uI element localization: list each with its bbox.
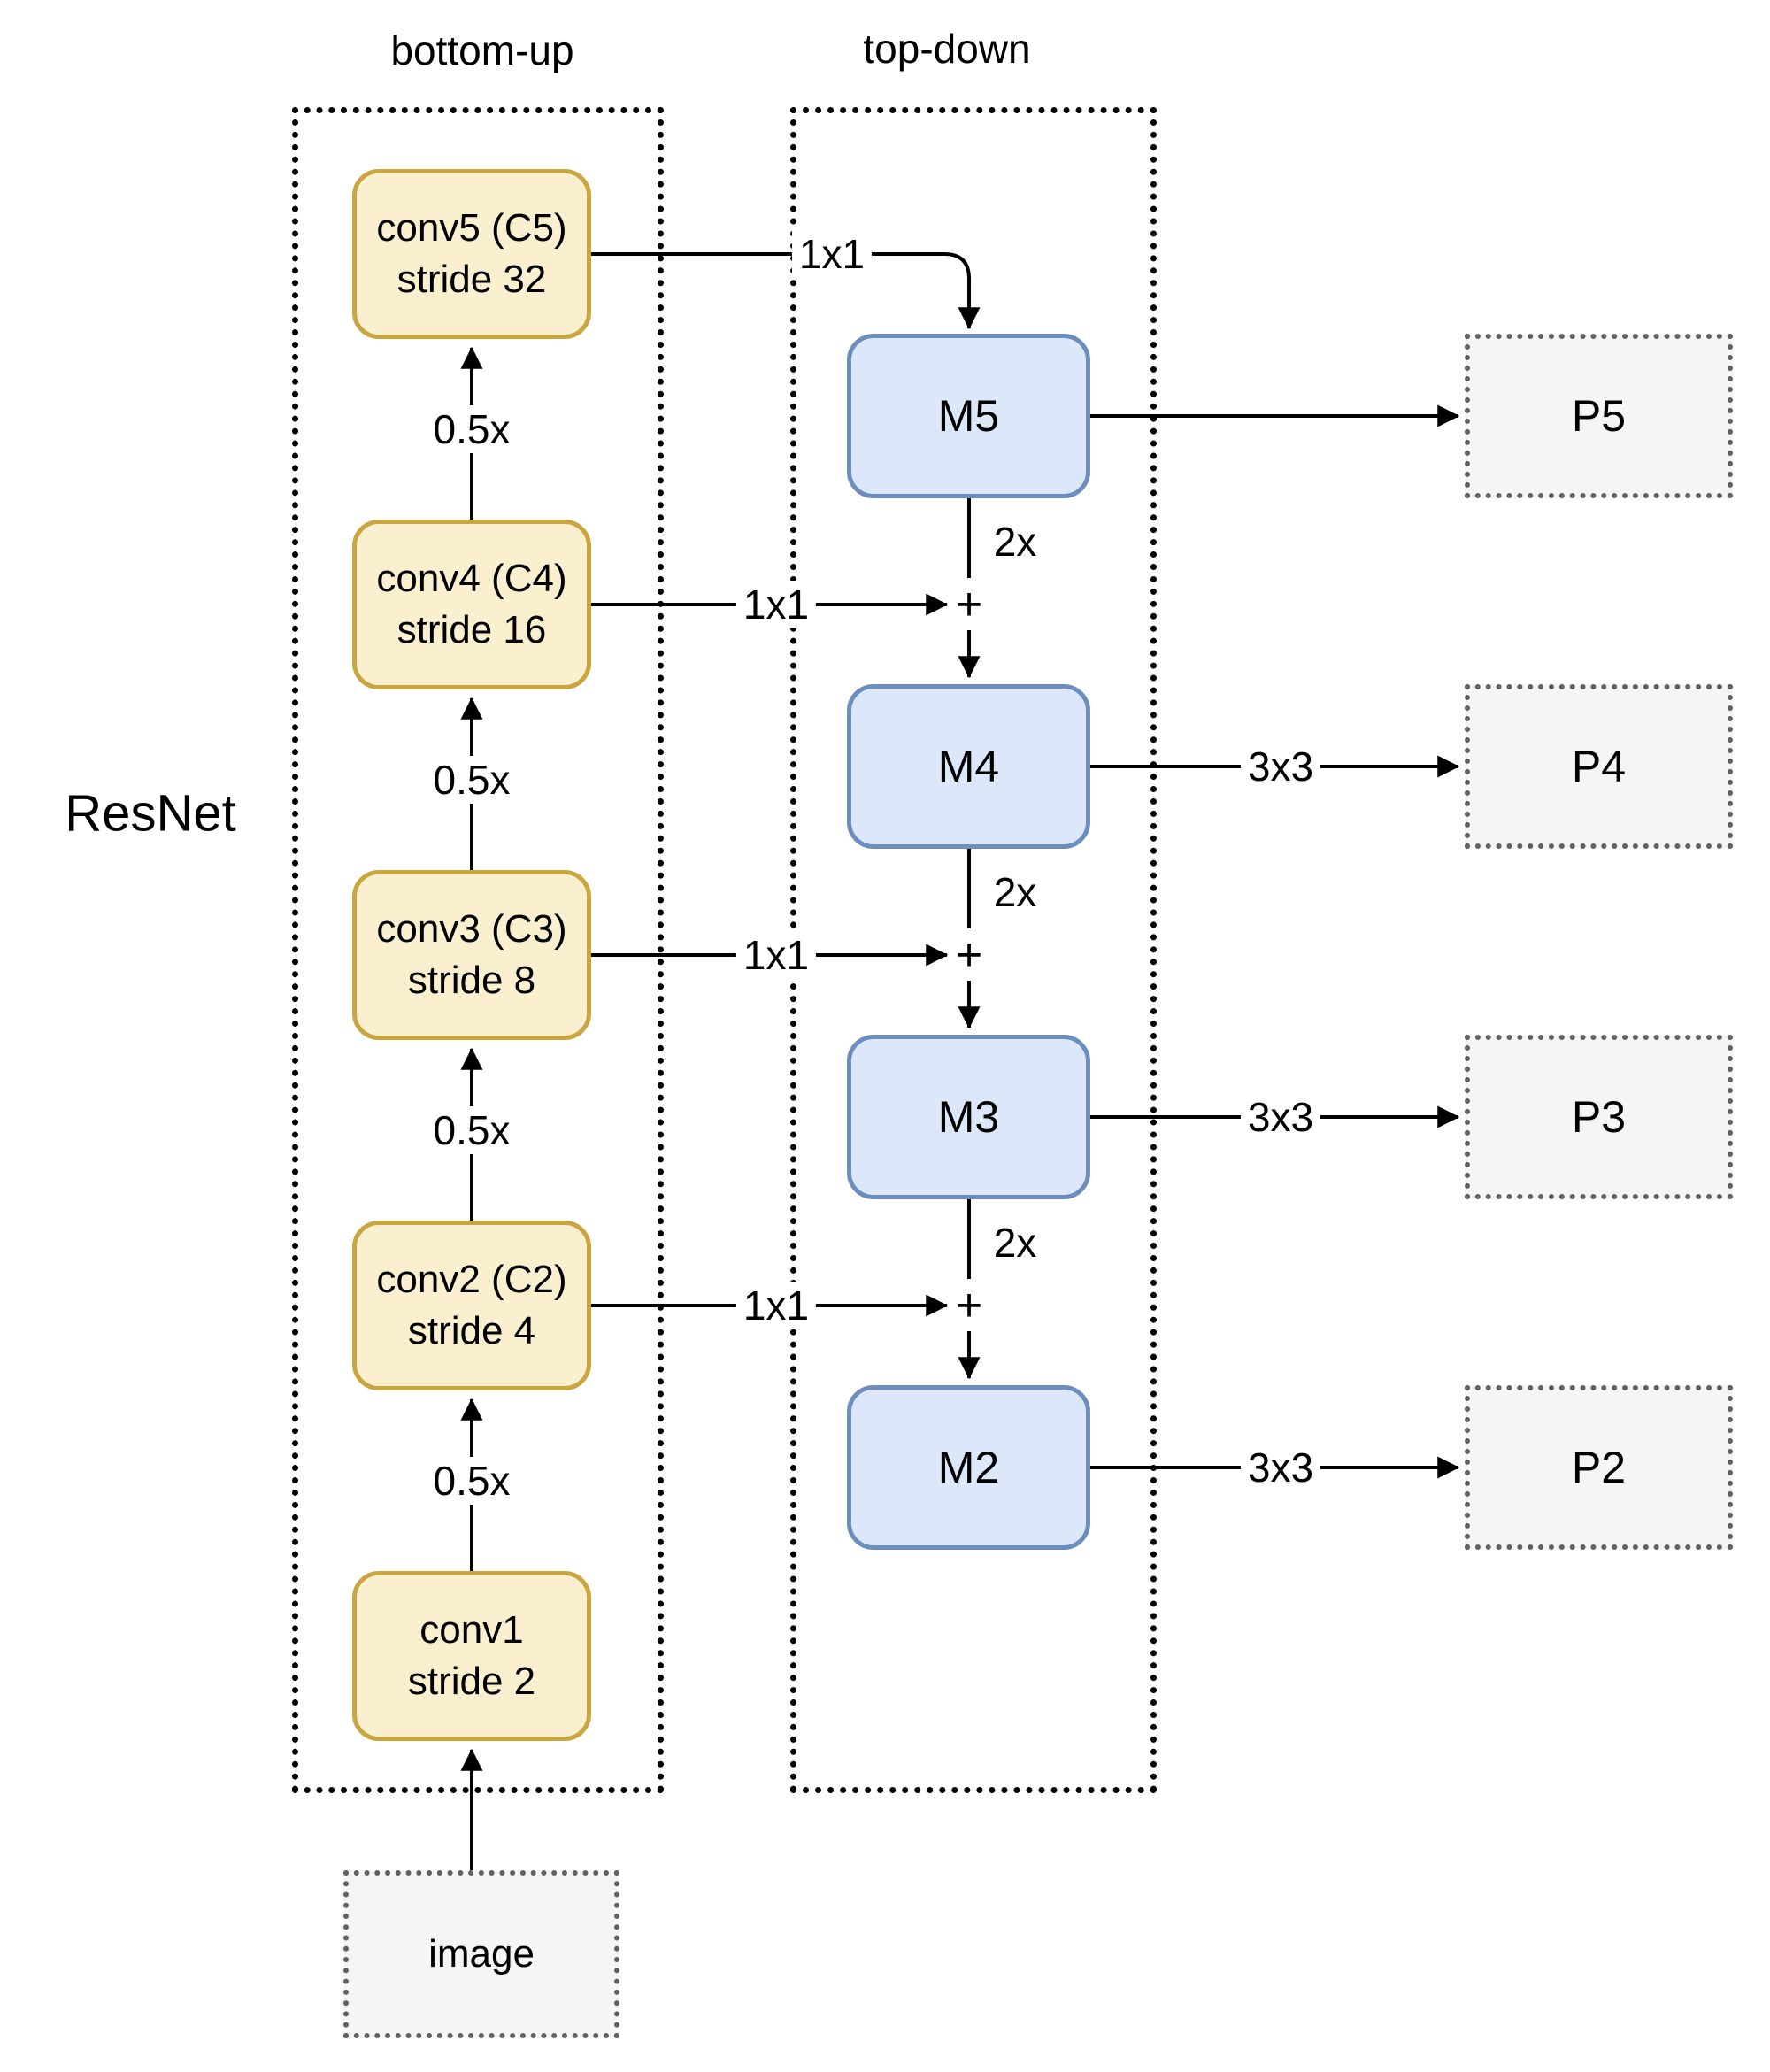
- bottom-up-container: [292, 107, 664, 1793]
- upsample-label-m4: 2x: [993, 869, 1037, 915]
- conv2-block: conv2 (C2) stride 4: [352, 1221, 591, 1390]
- m5-label: M5: [937, 391, 1000, 441]
- m2-block: M2: [847, 1385, 1090, 1550]
- upsample-label-m5: 2x: [993, 519, 1037, 565]
- lateral-label-conv4: 1x1: [735, 581, 817, 628]
- downsample-label-conv3-conv4: 0.5x: [426, 756, 518, 804]
- conv5-line1: conv5 (C5): [376, 205, 567, 250]
- top-down-pathway-label: top-down: [863, 26, 1031, 72]
- p2-label: P2: [1571, 1443, 1627, 1492]
- conv3-block: conv3 (C3) stride 8: [352, 870, 591, 1040]
- lateral-label-conv5: 1x1: [791, 230, 873, 278]
- conv1-line1: conv1: [419, 1607, 524, 1652]
- merge-plus-m3: +: [955, 929, 983, 981]
- image-label: image: [428, 1932, 535, 1976]
- downsample-label-conv1-conv2: 0.5x: [426, 1457, 518, 1505]
- p5-block: P5: [1465, 334, 1733, 498]
- p2-block: P2: [1465, 1385, 1733, 1550]
- conv2-line2: stride 4: [407, 1309, 536, 1352]
- p3-block: P3: [1465, 1035, 1733, 1199]
- m2-label: M2: [937, 1443, 1000, 1492]
- image-block: image: [343, 1870, 620, 2038]
- resnet-label: ResNet: [65, 784, 236, 843]
- conv3-line2: stride 8: [407, 959, 536, 1002]
- conv5-block: conv5 (C5) stride 32: [352, 169, 591, 339]
- p3-label: P3: [1571, 1092, 1627, 1142]
- m5-block: M5: [847, 334, 1090, 498]
- merge-plus-m4: +: [955, 579, 983, 630]
- lateral-label-conv3: 1x1: [735, 931, 817, 979]
- smooth-label-m3-p3: 3x3: [1240, 1093, 1321, 1141]
- conv4-line1: conv4 (C4): [376, 556, 567, 600]
- p4-block: P4: [1465, 684, 1733, 849]
- arrow-conv5-lateral-to-m5: [591, 252, 981, 330]
- conv4-block: conv4 (C4) stride 16: [352, 520, 591, 689]
- m3-block: M3: [847, 1035, 1090, 1199]
- conv2-line1: conv2 (C2): [376, 1257, 567, 1301]
- merge-plus-m2: +: [955, 1280, 983, 1331]
- downsample-label-conv2-conv3: 0.5x: [426, 1106, 518, 1154]
- smooth-label-m4-p4: 3x3: [1240, 743, 1321, 790]
- m4-block: M4: [847, 684, 1090, 849]
- bottom-up-pathway-label: bottom-up: [390, 27, 574, 73]
- conv5-line2: stride 32: [396, 258, 547, 301]
- smooth-label-m2-p2: 3x3: [1240, 1444, 1321, 1491]
- conv4-line2: stride 16: [396, 608, 547, 651]
- m3-label: M3: [937, 1092, 1000, 1142]
- p4-label: P4: [1571, 742, 1627, 791]
- lateral-label-conv2: 1x1: [735, 1282, 817, 1329]
- m4-label: M4: [937, 742, 1000, 791]
- p5-label: P5: [1571, 391, 1627, 441]
- conv3-line1: conv3 (C3): [376, 906, 567, 951]
- downsample-label-conv4-conv5: 0.5x: [426, 405, 518, 453]
- conv1-block: conv1 stride 2: [352, 1571, 591, 1741]
- conv1-line2: stride 2: [407, 1660, 536, 1703]
- upsample-label-m3: 2x: [993, 1220, 1037, 1266]
